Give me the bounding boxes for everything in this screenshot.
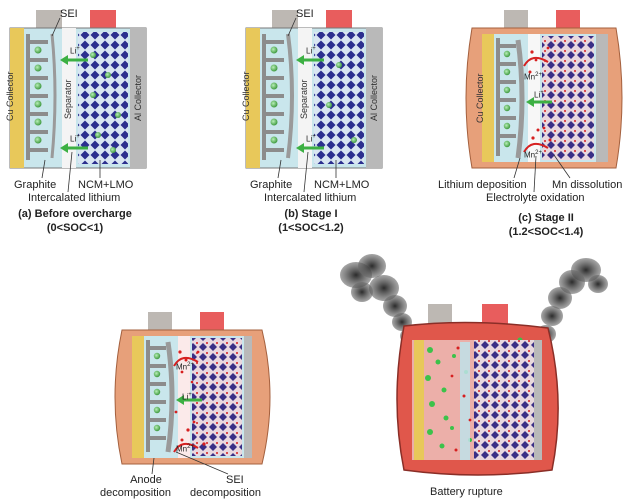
- intercalated-leader: [67, 151, 73, 193]
- sei-layer: [286, 33, 294, 159]
- electrolyte-oxidation-label: Electrolyte oxidation: [486, 192, 585, 204]
- ncm-lmo-label: NCM+LMO: [314, 179, 370, 191]
- li-spheres-anode: [34, 46, 42, 144]
- al-collector: [244, 336, 252, 458]
- graphite-leader: [41, 159, 46, 179]
- separator-label: Separator: [63, 79, 73, 119]
- cu-collector-label: Cu Collector: [475, 73, 485, 123]
- lithium-dendrites: [515, 39, 525, 159]
- graphite-layers: [146, 340, 166, 452]
- al-collector: [366, 28, 382, 168]
- cu-collector-label: Cu Collector: [241, 71, 251, 121]
- li-ion-label: Li+: [70, 134, 80, 144]
- caption-c-range: (1.2<SOC<1.4): [508, 226, 584, 238]
- sei-label: SEI: [60, 8, 78, 20]
- mn-particles: [528, 46, 552, 142]
- negative-tab: [504, 10, 528, 28]
- cell-panel-c: [465, 10, 623, 193]
- graphite-layers: [496, 38, 516, 156]
- li-ion-label: Li+: [534, 90, 544, 100]
- graphite-layers: [26, 34, 48, 160]
- li-ion-label: Li+: [182, 392, 192, 402]
- caption-c-title: (c) Stage II: [518, 212, 574, 224]
- caption-b-title: (b) Stage I: [284, 208, 338, 220]
- separator-label: Separator: [299, 79, 309, 119]
- red-sparks: [450, 346, 472, 452]
- ncm-lmo-label: NCM+LMO: [78, 179, 134, 191]
- al-collector: [596, 34, 608, 162]
- intercalated-lithium-label: Intercalated lithium: [264, 192, 357, 204]
- caption-a-title: (a) Before overcharge: [18, 208, 132, 220]
- li-ion-label: Li+: [306, 134, 316, 144]
- mn-arrows: [523, 56, 549, 153]
- cathode: [78, 32, 128, 164]
- negative-tab: [428, 304, 452, 326]
- sei-decomposition-label: decomposition: [190, 487, 261, 499]
- battery-rupture-illustration: [340, 254, 608, 476]
- sei-label: SEI: [296, 8, 314, 20]
- sei-leader: [51, 17, 61, 37]
- anode-decomposition-label: Anode: [130, 474, 162, 486]
- lithium-deposition-label: Lithium deposition: [438, 179, 527, 191]
- cathode-li-spheres: [90, 52, 121, 153]
- caption-b-range: (1<SOC<1.2): [278, 222, 344, 234]
- cu-collector: [132, 336, 144, 458]
- mn-dissolution-label: Mn dissolution: [552, 179, 623, 191]
- li-spheres-anode: [270, 46, 278, 144]
- cathode: [192, 338, 242, 456]
- mn-label: Mn2+: [524, 150, 542, 160]
- li-ion-label: Li+: [70, 46, 80, 56]
- cu-collector: [482, 34, 494, 162]
- li-spheres-anode: [153, 352, 161, 432]
- li-arrow: [526, 97, 552, 107]
- al-collector-label: Al Collector: [133, 74, 143, 121]
- cell-panel-d: [114, 312, 271, 475]
- mn-label: Mn2+: [176, 362, 194, 372]
- battery-rupture-label: Battery rupture: [430, 486, 503, 498]
- graphite-label: Graphite: [250, 179, 293, 191]
- positive-tab: [90, 10, 116, 28]
- positive-tab: [556, 10, 580, 28]
- cu-collector: [246, 28, 260, 168]
- caption-a-range: (0<SOC<1): [46, 222, 104, 234]
- smoke-left: [340, 254, 418, 344]
- mn-label: Mn2+: [176, 444, 194, 454]
- cathode-li-spheres: [326, 62, 357, 143]
- smoke-right: [536, 258, 608, 343]
- li-arrows: [296, 55, 324, 153]
- cell-panel-b: [245, 10, 383, 193]
- graphite-layers: [262, 34, 284, 160]
- negative-tab: [272, 10, 298, 28]
- al-collector: [130, 28, 146, 168]
- negative-tab: [148, 312, 172, 330]
- anode-decomposition-label: decomposition: [100, 487, 171, 499]
- negative-tab: [36, 10, 62, 28]
- mn-particles: [174, 350, 206, 446]
- graphite-label: Graphite: [14, 179, 57, 191]
- li-spheres-anode: [503, 50, 511, 148]
- cell-panel-a: [9, 10, 147, 193]
- cathode: [314, 32, 364, 164]
- intercalated-lithium-label: Intercalated lithium: [28, 192, 121, 204]
- positive-tab: [200, 312, 224, 330]
- positive-tab: [326, 10, 352, 28]
- li-arrows: [60, 55, 88, 153]
- positive-tab: [482, 304, 508, 326]
- sei-layer: [50, 33, 57, 159]
- cu-collector-label: Cu Collector: [5, 71, 15, 121]
- li-ion-label: Li+: [306, 46, 316, 56]
- cu-collector: [10, 28, 24, 168]
- sei-decomposition-label: SEI: [226, 474, 244, 486]
- mn-label: Mn2+: [524, 72, 542, 82]
- al-collector-label: Al Collector: [369, 74, 379, 121]
